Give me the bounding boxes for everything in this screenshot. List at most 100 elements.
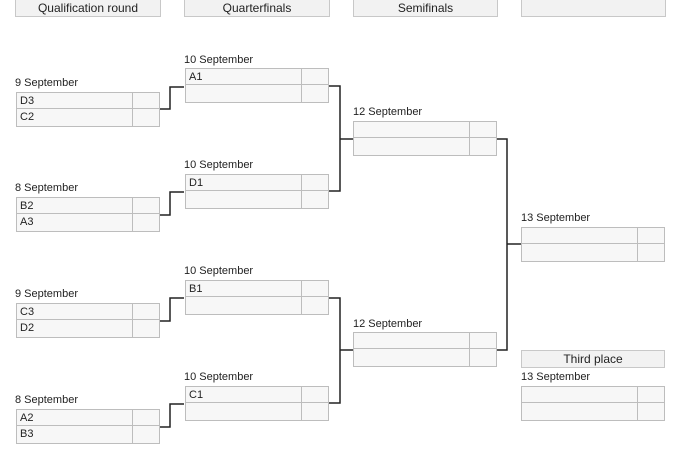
team-slot — [353, 121, 497, 138]
team-slot — [185, 191, 329, 209]
team-name — [522, 387, 638, 402]
qualification-match-3-date: 9 September — [15, 288, 78, 300]
team-slot — [521, 386, 665, 403]
quarterfinal-match-4-date: 10 September — [184, 371, 254, 383]
qualification-match-3[interactable]: C3 D2 — [16, 303, 160, 338]
team-slot — [185, 297, 329, 315]
score-cell — [132, 426, 159, 443]
score-cell — [301, 387, 328, 402]
team-slot — [521, 403, 665, 421]
semifinal-match-1-date: 12 September — [353, 106, 423, 118]
team-slot — [353, 349, 497, 367]
score-cell — [301, 85, 328, 102]
header-qualification-round: Qualification round — [15, 0, 161, 17]
third-place-match[interactable] — [521, 386, 665, 421]
team-name: C2 — [17, 109, 133, 126]
team-slot: A3 — [16, 214, 160, 232]
team-name — [354, 122, 470, 137]
score-cell — [301, 69, 328, 84]
team-slot: B1 — [185, 280, 329, 297]
score-cell — [301, 403, 328, 420]
team-name: A3 — [17, 214, 133, 231]
team-slot: A2 — [16, 409, 160, 426]
team-name — [186, 85, 302, 102]
team-name — [354, 349, 470, 366]
quarterfinal-match-1-date: 10 September — [184, 54, 254, 66]
score-cell — [637, 244, 664, 261]
team-slot — [185, 403, 329, 421]
final-match[interactable] — [521, 227, 665, 262]
semifinal-match-1[interactable] — [353, 121, 497, 156]
qualification-match-1[interactable]: D3 C2 — [16, 92, 160, 127]
header-quarterfinals: Quarterfinals — [184, 0, 330, 17]
score-cell — [637, 403, 664, 420]
semifinal-match-2-date: 12 September — [353, 318, 423, 330]
team-name — [186, 297, 302, 314]
team-name — [354, 138, 470, 155]
quarterfinal-match-2-date: 10 September — [184, 159, 254, 171]
score-cell — [301, 297, 328, 314]
team-name: C3 — [17, 304, 133, 319]
team-name — [186, 191, 302, 208]
quarterfinal-match-2[interactable]: D1 — [185, 174, 329, 209]
qualification-match-2-date: 8 September — [15, 182, 78, 194]
score-cell — [132, 93, 159, 108]
team-slot: D3 — [16, 92, 160, 109]
team-slot: C3 — [16, 303, 160, 320]
team-slot: B3 — [16, 426, 160, 444]
team-name: B1 — [186, 281, 302, 296]
team-name: D3 — [17, 93, 133, 108]
quarterfinal-match-3-date: 10 September — [184, 265, 254, 277]
team-name: B3 — [17, 426, 133, 443]
final-match-date: 13 September — [521, 212, 591, 224]
score-cell — [637, 228, 664, 243]
team-name — [522, 228, 638, 243]
team-name: A2 — [17, 410, 133, 425]
team-slot: B2 — [16, 197, 160, 214]
team-name — [522, 244, 638, 261]
score-cell — [469, 333, 496, 348]
third-place-header: Third place — [521, 350, 665, 368]
qualification-match-1-date: 9 September — [15, 77, 78, 89]
score-cell — [132, 198, 159, 213]
team-slot — [521, 227, 665, 244]
header-semifinals: Semifinals — [353, 0, 498, 17]
team-name — [186, 403, 302, 420]
score-cell — [469, 138, 496, 155]
team-slot — [521, 244, 665, 262]
team-slot: C1 — [185, 386, 329, 403]
team-name — [522, 403, 638, 420]
team-slot — [185, 85, 329, 103]
qualification-match-4-date: 8 September — [15, 394, 78, 406]
score-cell — [132, 109, 159, 126]
header-final: Final — [521, 0, 666, 17]
qualification-match-2[interactable]: B2 A3 — [16, 197, 160, 232]
team-slot — [353, 138, 497, 156]
score-cell — [301, 175, 328, 190]
qualification-match-4[interactable]: A2 B3 — [16, 409, 160, 444]
team-slot: D1 — [185, 174, 329, 191]
team-name: A1 — [186, 69, 302, 84]
semifinal-match-2[interactable] — [353, 332, 497, 367]
score-cell — [301, 191, 328, 208]
score-cell — [132, 304, 159, 319]
score-cell — [132, 214, 159, 231]
score-cell — [637, 387, 664, 402]
team-name: D1 — [186, 175, 302, 190]
team-name: D2 — [17, 320, 133, 337]
team-slot: D2 — [16, 320, 160, 338]
team-name — [354, 333, 470, 348]
score-cell — [469, 349, 496, 366]
team-slot: A1 — [185, 68, 329, 85]
team-name: B2 — [17, 198, 133, 213]
quarterfinal-match-1[interactable]: A1 — [185, 68, 329, 103]
third-place-match-date: 13 September — [521, 371, 591, 383]
team-slot — [353, 332, 497, 349]
team-name: C1 — [186, 387, 302, 402]
quarterfinal-match-4[interactable]: C1 — [185, 386, 329, 421]
score-cell — [132, 410, 159, 425]
team-slot: C2 — [16, 109, 160, 127]
score-cell — [132, 320, 159, 337]
quarterfinal-match-3[interactable]: B1 — [185, 280, 329, 315]
